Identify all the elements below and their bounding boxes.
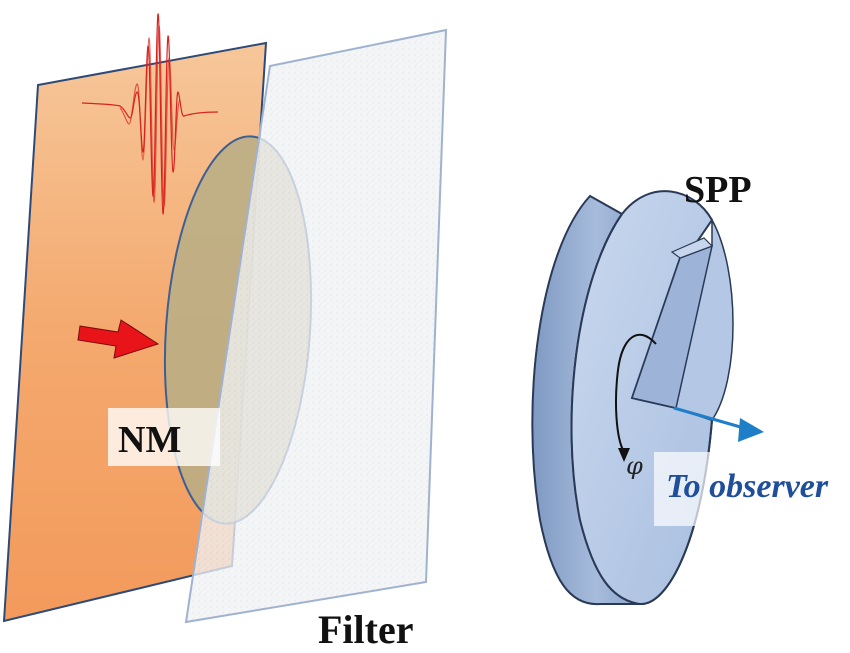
- phi-label: φ: [626, 452, 643, 480]
- filter-label: Filter: [318, 607, 414, 652]
- nm-label: NM: [118, 419, 182, 461]
- curved-arrow-icon: [615, 333, 657, 462]
- spp-label: SPP: [684, 169, 752, 211]
- observer-label-background: [654, 452, 850, 526]
- red-arrow-icon: [77, 319, 160, 359]
- pulse-waveform: [81, 13, 219, 215]
- nm-label-background: [108, 408, 220, 466]
- blue-arrow-icon: [673, 406, 764, 442]
- spp-disk: [531, 190, 734, 606]
- to-observer-label: To observer: [666, 468, 829, 505]
